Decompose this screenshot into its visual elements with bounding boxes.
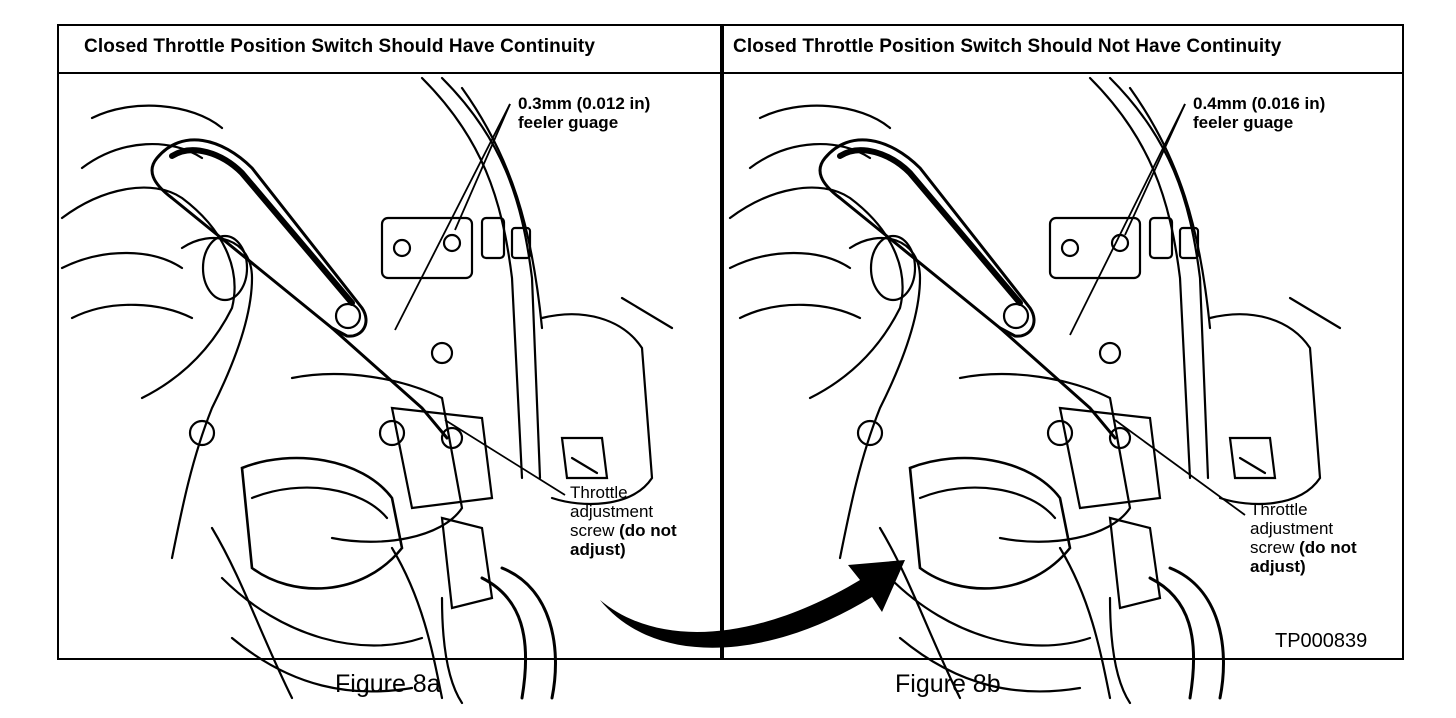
gauge-size-8a: 0.3mm (0.012 in) (518, 94, 651, 113)
screw-line2-8b: adjustment (1250, 519, 1334, 538)
screw-line1-8a: Throttle (570, 483, 628, 502)
screw-line4-8b: adjust) (1250, 557, 1306, 576)
gauge-label-8b: 0.4mm (0.016 in) feeler guage (1193, 94, 1325, 132)
caption-figure-8b: Figure 8b (895, 670, 1001, 698)
panel-title-8a: Closed Throttle Position Switch Should H… (84, 36, 596, 57)
figure-code: TP000839 (1275, 630, 1368, 652)
screw-label-8a: Throttle adjustment screw (do not adjust… (570, 483, 677, 559)
screw-line3-8b: screw (do not (1250, 538, 1357, 557)
title-row (57, 24, 1404, 74)
transition-arrow (600, 560, 905, 648)
screw-line2-8a: adjustment (570, 502, 654, 521)
gauge-label-8a: 0.3mm (0.012 in) feeler guage (518, 94, 650, 132)
screw-line3-text-8a: screw (570, 521, 620, 540)
screw-line3-text-8b: screw (1250, 538, 1300, 557)
figure-8a-illustration (62, 78, 672, 703)
caption-figure-8a: Figure 8a (335, 670, 441, 698)
screw-line1-8b: Throttle (1250, 500, 1308, 519)
figure-frame (57, 24, 1404, 660)
gauge-name-8b: feeler guage (1193, 113, 1294, 132)
screw-label-8b: Throttle adjustment screw (do not adjust… (1250, 500, 1357, 576)
figure-8b-illustration (730, 78, 1340, 703)
screw-line3-bold-8a: (do not (619, 521, 677, 540)
gauge-name-8a: feeler guage (518, 113, 619, 132)
panel-title-8b: Closed Throttle Position Switch Should N… (733, 36, 1282, 57)
panel-divider (720, 24, 724, 660)
gauge-size-8b: 0.4mm (0.016 in) (1193, 94, 1326, 113)
screw-line3-bold-8b: (do not (1299, 538, 1357, 557)
screw-line4-8a: adjust) (570, 540, 626, 559)
screw-line3-8a: screw (do not (570, 521, 677, 540)
